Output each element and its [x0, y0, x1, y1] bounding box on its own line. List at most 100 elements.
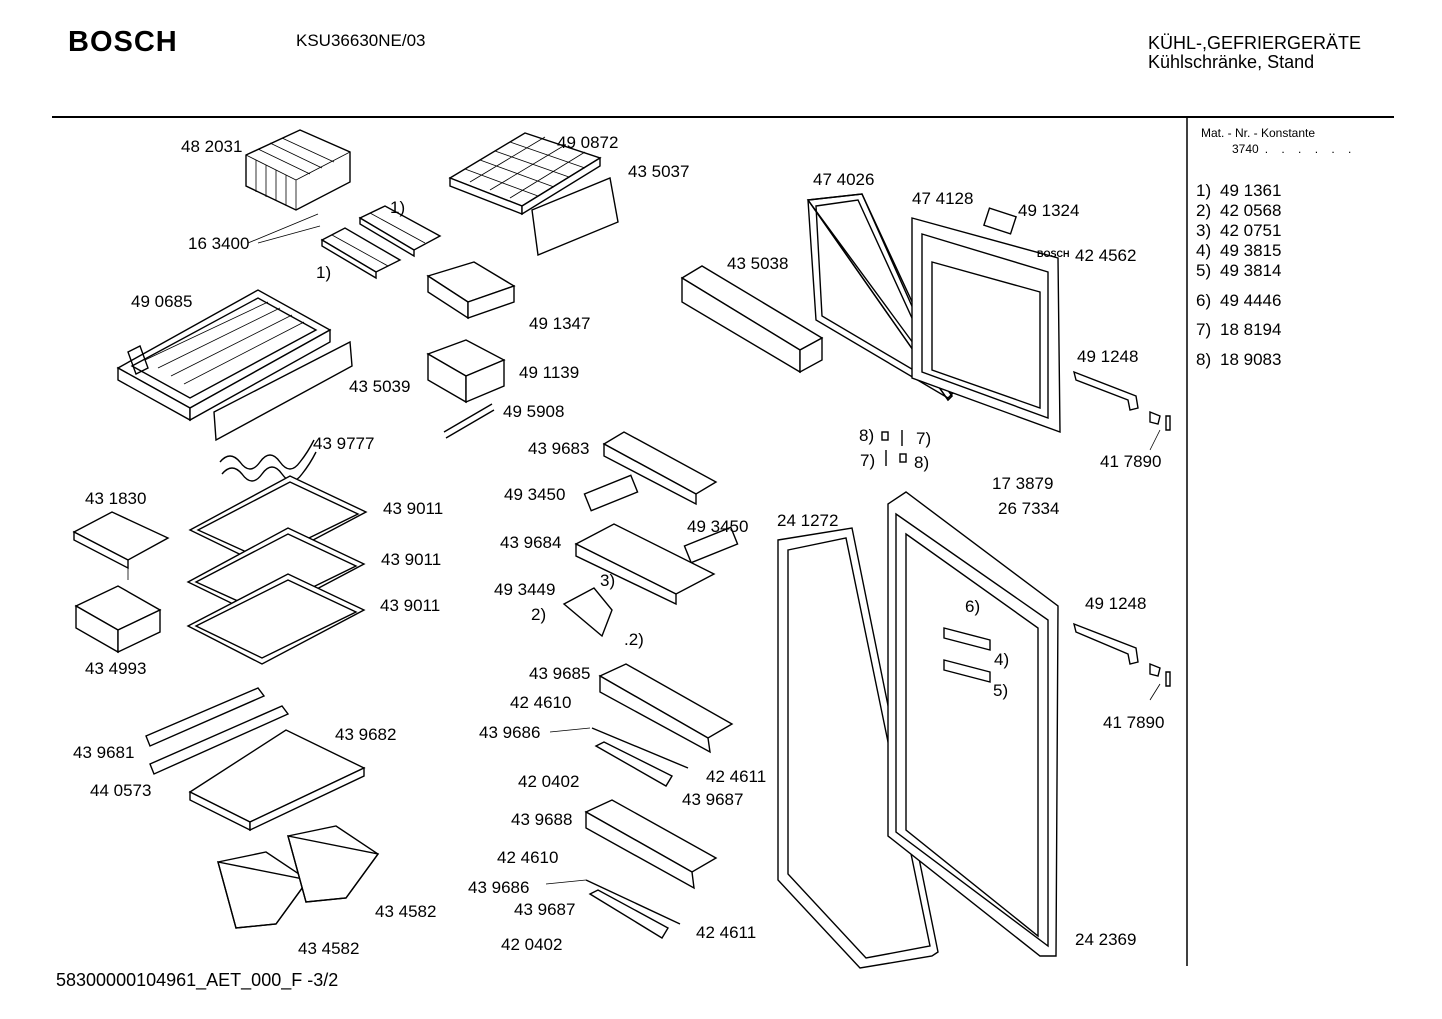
part-439684-drawing: [574, 523, 716, 606]
label-part-435039: 43 5039: [349, 377, 411, 396]
part-491324-drawing: [983, 207, 1017, 235]
label-part-490685: 49 0685: [131, 292, 193, 311]
label-part-417890-b: 41 7890: [1103, 713, 1165, 732]
sidebar-item-4: 4) 49 3815: [1196, 241, 1281, 261]
label-part-163400: 16 3400: [188, 234, 250, 253]
label-ref-2-b: .2): [624, 630, 644, 649]
part-493450-drawing-2: [683, 526, 739, 564]
konstante-dots: . . . . . .: [1264, 142, 1357, 156]
label-ref-5: 5): [993, 681, 1009, 700]
label-part-434993: 43 4993: [85, 659, 147, 678]
part-439688-drawing: [584, 799, 718, 890]
label-part-424610-a: 42 4610: [510, 693, 572, 712]
label-part-439682: 43 9682: [335, 725, 397, 744]
label-ref-4: 4): [994, 650, 1010, 669]
label-part-424610-b: 42 4610: [497, 848, 559, 867]
label-part-491248-a: 49 1248: [1077, 347, 1139, 366]
label-ref-6: 6): [965, 597, 981, 616]
label-ref-8-a: 8): [859, 426, 875, 445]
sidebar-item-index: 4): [1196, 241, 1212, 260]
part-491248-handle-1: [1072, 370, 1139, 411]
label-part-267334: 26 7334: [998, 499, 1060, 518]
konstante-value: 3740: [1232, 142, 1259, 156]
part-431830-drawing: [72, 511, 170, 580]
sidebar-item-part: 42 0751: [1220, 221, 1282, 240]
part-482031-drawing: [245, 129, 351, 211]
sidebar-item-part: 18 9083: [1220, 350, 1282, 369]
part-417890-drawing-1: [1149, 410, 1171, 431]
label-part-491324: 49 1324: [1018, 201, 1080, 220]
sidebar-item-index: 2): [1196, 201, 1212, 220]
sidebar-item-part: 49 3814: [1220, 261, 1282, 280]
label-part-493449: 49 3449: [494, 580, 556, 599]
part-493450-drawing-1: [583, 474, 639, 512]
part-435037-drawing: [531, 177, 619, 256]
label-ref-3: 3): [600, 571, 616, 590]
label-part-440573: 44 0573: [90, 781, 152, 800]
category-line-2: Kühlschränke, Stand: [1148, 52, 1315, 72]
label-ref-2-a: 2): [531, 605, 547, 624]
label-part-491139: 49 1139: [519, 363, 580, 382]
label-part-424562: 42 4562: [1075, 246, 1137, 265]
label-part-439681: 43 9681: [73, 743, 135, 762]
label-part-493450-b: 49 3450: [687, 517, 749, 536]
door-brand-mark: BOSCH: [1037, 249, 1070, 259]
label-part-173879: 17 3879: [992, 474, 1054, 493]
brand-logo: BOSCH: [68, 26, 178, 58]
part-474128-drawing: [911, 217, 1061, 434]
part-490872-drawing: [448, 132, 602, 216]
category-line-1: KÜHL-,GEFRIERGERÄTE: [1148, 33, 1362, 53]
sidebar-item-part: 18 8194: [1220, 320, 1282, 339]
label-part-482031: 48 2031: [181, 137, 243, 156]
label-ref-1-b: 1): [316, 263, 332, 282]
label-part-417890-a: 41 7890: [1100, 452, 1162, 471]
sidebar-item-index: 5): [1196, 261, 1212, 280]
label-part-434582-b: 43 4582: [298, 939, 360, 958]
document-id: 58300000104961_AET_000_F -3/2: [56, 970, 339, 990]
part-439683-drawing: [602, 431, 718, 506]
part-242369-drawing: [887, 491, 1059, 957]
sidebar-item-7: 7)18 8194: [1196, 320, 1281, 340]
label-part-424611-b: 42 4611: [696, 923, 757, 942]
sidebar-item-part: 49 4446: [1220, 291, 1282, 310]
label-part-439686-b: 43 9686: [468, 878, 530, 897]
part-439682-drawing: [188, 729, 366, 832]
sidebar-item-index: 8): [1196, 350, 1212, 369]
label-part-439683: 43 9683: [528, 439, 590, 458]
part-417890-drawing-2: [1149, 662, 1171, 687]
part-491139-drawing: [426, 339, 506, 404]
label-part-490872: 49 0872: [557, 133, 619, 152]
glass-shelf-drawings: [186, 475, 368, 665]
label-part-474026: 47 4026: [813, 170, 875, 189]
part-435039-drawing: [213, 340, 353, 442]
part-435038-drawing: [680, 265, 824, 374]
label-part-435038: 43 5038: [727, 254, 789, 273]
shelf-rail-4: [943, 627, 991, 651]
label-part-439687-b: 43 9687: [514, 900, 576, 919]
label-part-439684: 43 9684: [500, 533, 562, 552]
sidebar-item-index: 3): [1196, 221, 1212, 240]
part-439681-drawing-1: [145, 687, 266, 747]
part-491248-handle-2: [1072, 622, 1139, 665]
sidebar-item-2: 2)42 0568: [1196, 201, 1281, 221]
part-493449-drawing: [562, 587, 613, 638]
label-part-424611-a: 42 4611: [706, 767, 767, 786]
label-part-439777: 43 9777: [313, 434, 375, 453]
label-part-491248-b: 49 1248: [1085, 594, 1147, 613]
part-439687-strip-2: [588, 889, 669, 939]
part-439681-drawing-2: [149, 705, 290, 775]
label-part-439685: 43 9685: [529, 664, 591, 683]
part-439686-rod-2: [585, 879, 681, 925]
part-434582-drawing: [217, 825, 380, 929]
part-439777-drawing: [219, 439, 317, 482]
model-number: KSU36630NE/03: [296, 31, 426, 50]
sidebar-item-part: 49 3815: [1220, 241, 1282, 260]
label-part-435037: 43 5037: [628, 162, 690, 181]
sidebar-item-3: 3) 42 0751: [1196, 221, 1281, 241]
label-part-439688: 43 9688: [511, 810, 573, 829]
label-part-420402-b: 42 0402: [501, 935, 563, 954]
category-title: KÜHL-,GEFRIERGERÄTE Kühlschränke, Stand: [1148, 34, 1361, 72]
label-ref-7-b: 7): [860, 451, 876, 470]
part-434993-drawing: [74, 585, 162, 654]
